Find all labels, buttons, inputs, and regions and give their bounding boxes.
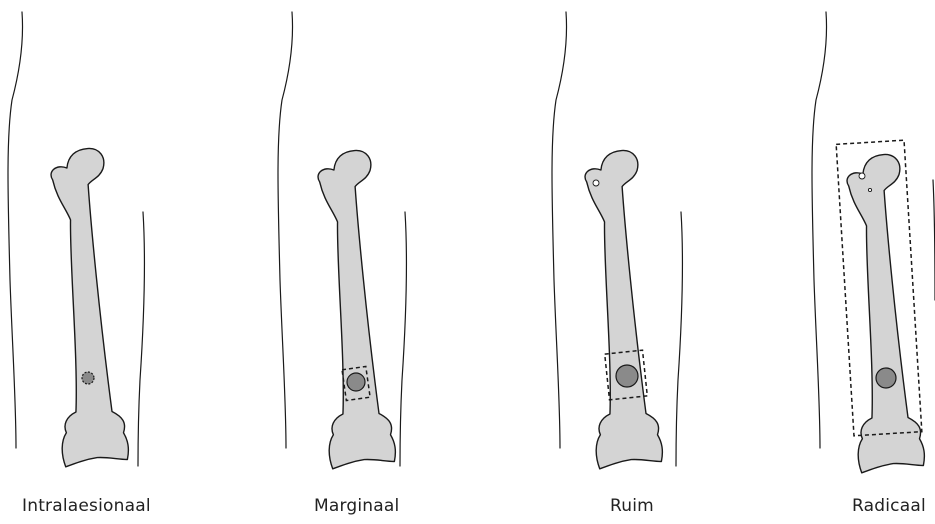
skip-lesion <box>859 173 865 179</box>
panel-marginaal <box>278 12 406 469</box>
femur-bone <box>837 153 925 473</box>
panel-ruim <box>552 12 682 469</box>
femur-bone <box>41 147 129 467</box>
leg-outline-right <box>138 212 144 466</box>
panel-radicaal <box>812 12 935 473</box>
label-intralaesionaal: Intralaesionaal <box>22 496 151 516</box>
panel-intralaesionaal <box>8 12 144 467</box>
skip-lesion <box>593 180 599 186</box>
tumor-lesion <box>82 372 94 384</box>
femur-bone <box>308 149 396 469</box>
label-marginaal: Marginaal <box>314 496 399 516</box>
label-ruim: Ruim <box>610 496 654 516</box>
leg-outline-right <box>400 212 406 466</box>
tumor-lesion <box>616 365 638 387</box>
femur-bone <box>575 149 663 469</box>
tumor-lesion <box>347 373 365 391</box>
leg-outline-left <box>812 12 827 448</box>
label-radicaal: Radicaal <box>852 496 926 516</box>
skip-lesion <box>868 188 871 191</box>
leg-outline-left <box>8 12 23 448</box>
leg-outline-right <box>676 212 682 466</box>
tumor-lesion <box>876 368 896 388</box>
leg-outline-left <box>552 12 567 448</box>
leg-outline-left <box>278 12 293 448</box>
